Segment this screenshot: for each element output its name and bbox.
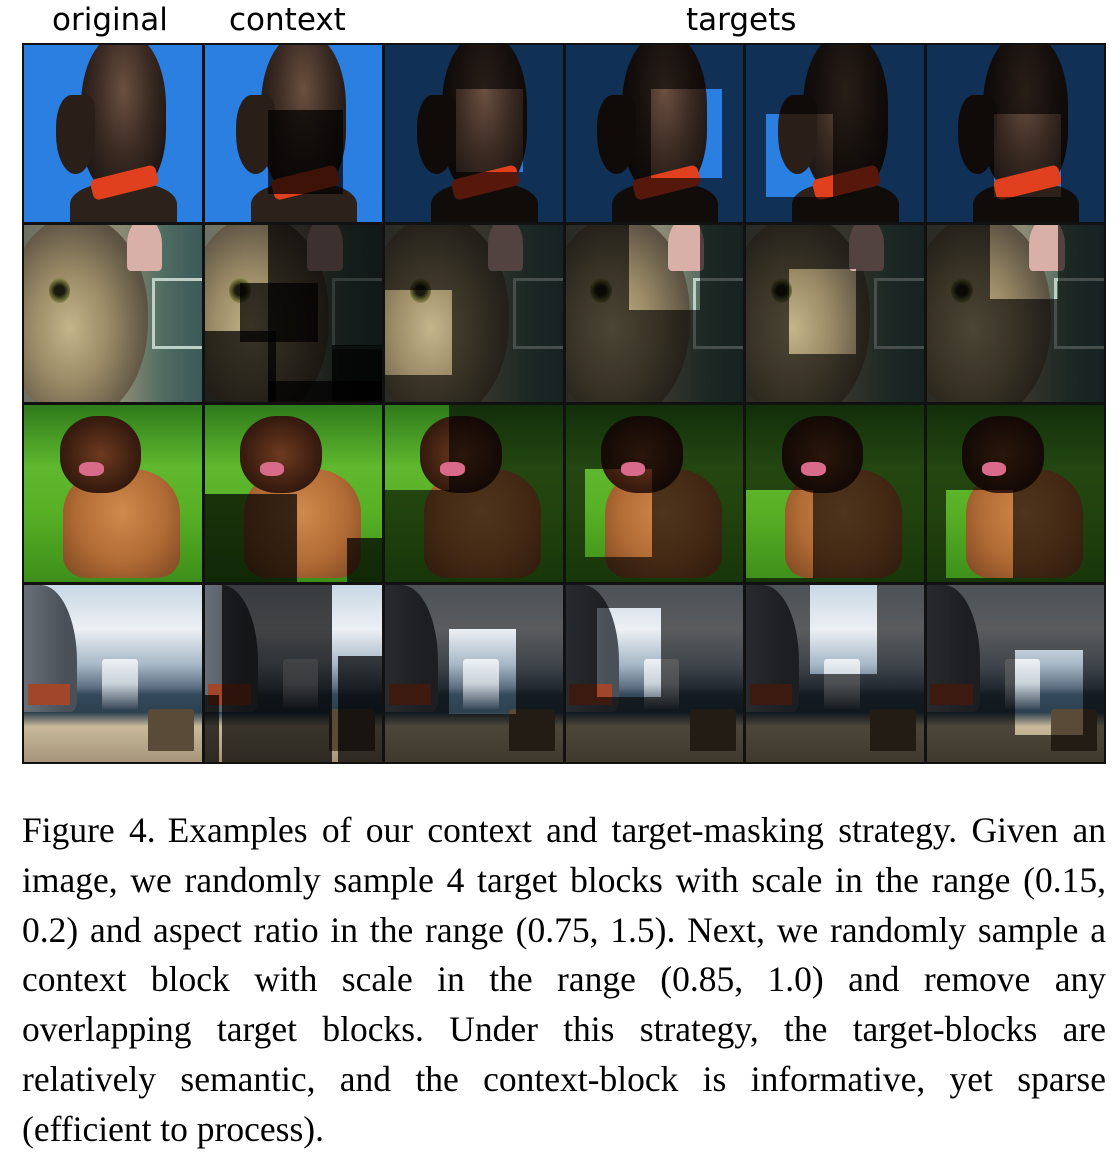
scene-mastiff: [385, 405, 449, 490]
scene-cat: [990, 225, 1058, 300]
target-image-row-2-2: [565, 225, 743, 402]
masked-region: [268, 380, 382, 402]
scene-mastiff: [946, 489, 1014, 579]
target-block: [765, 114, 833, 198]
masked-region: [204, 493, 297, 582]
scene-ship: [597, 608, 662, 697]
context-image-row-1: [204, 45, 382, 222]
scene-cat: [629, 225, 701, 310]
target-block: [993, 114, 1062, 198]
original-image-row-2: [24, 225, 202, 402]
masked-region: [268, 110, 343, 194]
masked-region: [346, 537, 382, 582]
target-image-row-3-3: [746, 405, 924, 582]
original-image-row-4: [24, 585, 202, 762]
target-block: [385, 290, 453, 376]
target-block: [585, 468, 653, 558]
scene-ship: [1015, 650, 1083, 736]
scene-ship: [448, 629, 517, 715]
figure-caption: Figure 4.Examples of our context and tar…: [22, 806, 1106, 1155]
scene-cat: [24, 225, 202, 402]
target-image-row-4-3: [746, 585, 924, 762]
target-image-row-3-4: [926, 405, 1104, 582]
target-block: [448, 629, 517, 715]
original-image-row-3: [24, 405, 202, 582]
context-image-row-4: [204, 585, 382, 762]
figure-label: Figure 4.: [22, 810, 156, 850]
target-image-row-4-2: [565, 585, 743, 762]
context-image-row-3: [204, 405, 382, 582]
target-image-row-3-1: [385, 405, 563, 582]
original-image-row-1: [24, 45, 202, 222]
masked-region: [337, 655, 382, 762]
target-block: [788, 269, 857, 355]
scene-dog: [456, 89, 524, 173]
scene-mastiff: [585, 468, 653, 558]
masking-examples-grid: [22, 43, 1106, 764]
target-block: [597, 608, 662, 697]
target-image-row-4-1: [385, 585, 563, 762]
target-image-row-1-4: [926, 45, 1104, 222]
target-block: [746, 489, 814, 579]
context-image-row-2: [204, 225, 382, 402]
target-image-row-1-2: [565, 45, 743, 222]
target-image-row-1-3: [746, 45, 924, 222]
target-image-row-2-3: [746, 225, 924, 402]
scene-ship: [809, 585, 878, 674]
target-block: [456, 89, 524, 173]
scene-cat: [385, 290, 453, 376]
masked-region: [222, 585, 333, 762]
scene-dog: [650, 89, 722, 178]
caption-text: Examples of our context and target-maski…: [22, 810, 1106, 1149]
scene-cat: [788, 269, 857, 355]
header-context: context: [229, 2, 346, 38]
target-image-row-1-1: [385, 45, 563, 222]
scene-ship: [24, 585, 202, 762]
header-original: original: [52, 2, 168, 38]
target-image-row-2-1: [385, 225, 563, 402]
target-block: [809, 585, 878, 674]
target-image-row-2-4: [926, 225, 1104, 402]
masked-region: [204, 694, 219, 762]
scene-mastiff: [24, 405, 202, 582]
header-targets: targets: [686, 2, 797, 38]
target-block: [946, 489, 1014, 579]
masked-region: [204, 331, 276, 402]
target-image-row-4-4: [926, 585, 1104, 762]
column-headers: original context targets: [0, 0, 1120, 44]
target-block: [1015, 650, 1083, 736]
scene-dog: [765, 114, 833, 198]
target-block: [629, 225, 701, 310]
target-block: [385, 405, 449, 490]
target-image-row-3-2: [565, 405, 743, 582]
scene-dog: [993, 114, 1062, 198]
scene-dog: [24, 45, 202, 222]
scene-mastiff: [746, 489, 814, 579]
target-block: [990, 225, 1058, 300]
target-block: [650, 89, 722, 178]
